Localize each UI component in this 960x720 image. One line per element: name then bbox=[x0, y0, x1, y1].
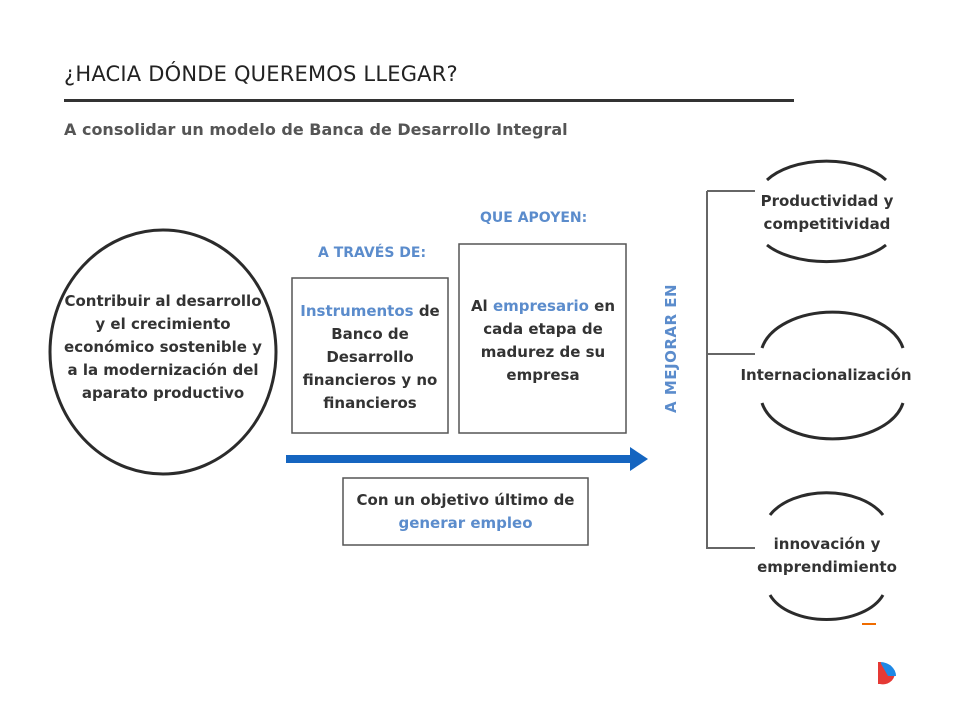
page-title: ¿HACIA DÓNDE QUEREMOS LLEGAR? bbox=[64, 62, 458, 86]
progress-arrow-shaft bbox=[286, 455, 631, 463]
through-highlight: Instrumentos bbox=[300, 302, 414, 320]
area-label: Productividad y competitividad bbox=[760, 192, 894, 233]
support-box bbox=[458, 243, 627, 434]
goal-circle bbox=[48, 228, 278, 476]
support-rest: en cada etapa de madurez de su empresa bbox=[480, 297, 616, 384]
support-label: QUE APOYEN: bbox=[480, 210, 588, 226]
support-text: Al empresario en cada etapa de madurez d… bbox=[460, 295, 626, 387]
area-productivity: Productividad y competitividad bbox=[752, 190, 902, 236]
support-highlight: empresario bbox=[492, 297, 589, 315]
title-underline bbox=[64, 99, 794, 102]
area-circle-1-bottom bbox=[766, 243, 887, 264]
area-circle-3-top bbox=[768, 491, 885, 516]
objective-highlight: generar empleo bbox=[398, 514, 533, 532]
areas-bracket bbox=[706, 190, 755, 549]
area-circle-3-bottom bbox=[768, 594, 885, 621]
goal-text: Contribuir al desarrollo y el crecimient… bbox=[64, 292, 262, 402]
through-label: A TRAVÉS DE: bbox=[318, 245, 427, 261]
progress-arrow-head bbox=[630, 447, 648, 471]
area-internationalization: Internacionalización bbox=[740, 366, 912, 384]
improve-label: A MEJORAR EN bbox=[662, 283, 680, 413]
corner-logo bbox=[862, 623, 896, 685]
objective-text: Con un objetivo último de generar empleo bbox=[343, 489, 588, 535]
area-innovation: innovación y emprendimiento bbox=[752, 533, 902, 579]
through-box bbox=[291, 277, 449, 434]
area-circle-1-top bbox=[765, 159, 888, 182]
through-rest: de Banco de Desarrollo financieros y no … bbox=[302, 302, 440, 412]
objective-prefix: Con un objetivo último de bbox=[356, 491, 575, 509]
area-label: innovación y emprendimiento bbox=[757, 535, 897, 576]
support-prefix: Al bbox=[470, 297, 493, 315]
objective-box bbox=[342, 477, 589, 546]
area-circle-2-top bbox=[760, 310, 905, 349]
through-text: Instrumentos de Banco de Desarrollo fina… bbox=[292, 300, 448, 415]
area-circle-2-bottom bbox=[760, 402, 905, 441]
page-subtitle: A consolidar un modelo de Banca de Desar… bbox=[64, 120, 568, 139]
